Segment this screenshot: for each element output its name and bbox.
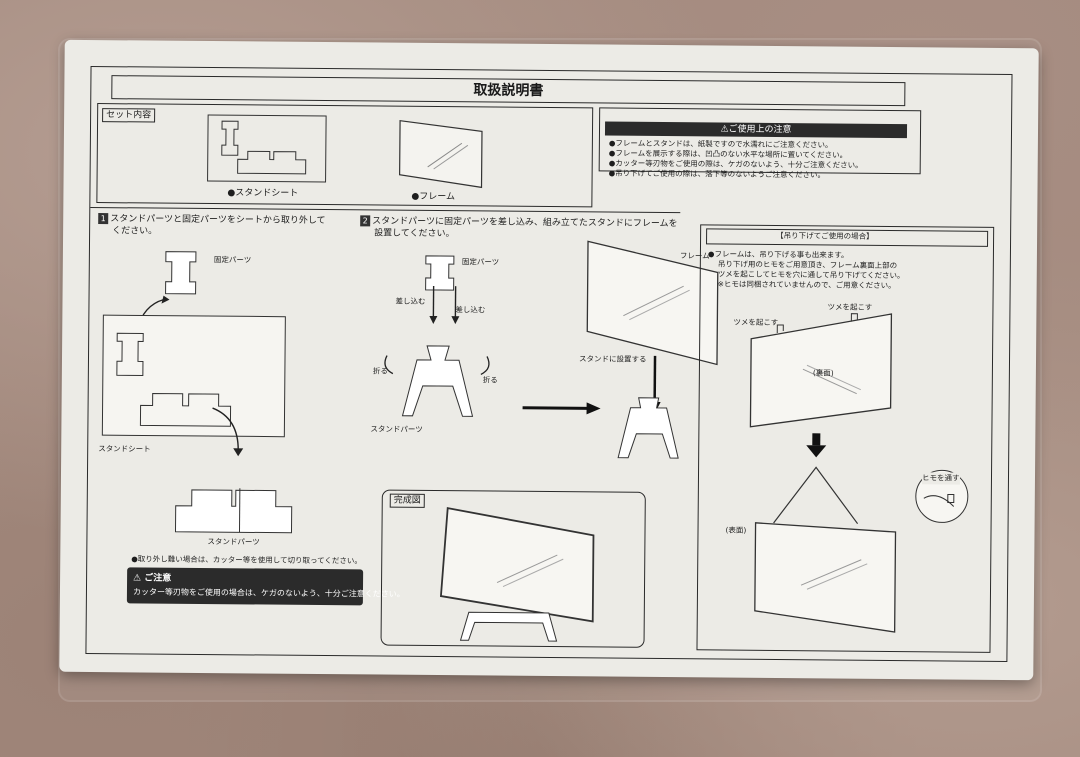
step2-stand-parts-label: スタンドパーツ: [370, 424, 423, 434]
notice-body: カッター等刃物をご使用の場合は、ケガのないよう、十分ご注意ください。: [132, 587, 405, 599]
set-contents-box: セット内容 ●スタンドシート ●フレーム: [96, 103, 594, 208]
step1-stand-sheet-label: スタンドシート: [98, 444, 151, 454]
step2-place-on-stand: スタンドに設置する: [578, 354, 647, 364]
hanging-down-arrow-icon: [806, 433, 827, 458]
caution-header: ⚠ご使用上の注意: [604, 121, 908, 139]
arrow-down-curve-icon: [212, 407, 244, 457]
sheet-border: 取扱説明書 セット内容 ●スタンドシート ●フレーム ⚠ご使用上の注意 ●フレー…: [85, 65, 1013, 663]
hanging-front-label: (表面): [725, 525, 747, 535]
step2-frame-illustration: [586, 240, 719, 366]
hanging-header: 【吊り下げてご使用の場合】: [776, 230, 874, 241]
step1-note: ●取り外し難い場合は、カッター等を使用して切り取ってください。: [131, 554, 362, 566]
frame-illustration: [399, 120, 483, 189]
stand-parts-illustration: [174, 488, 293, 534]
hanging-line4: ※ヒモは同梱されていませんので、ご用意ください。: [717, 279, 896, 291]
caution-item: ●吊り下げてご使用の際は、落下等のないようご注意ください。: [608, 168, 826, 180]
hanging-thread-string: ヒモを通す: [921, 472, 960, 485]
step1-instruction-line2: ください。: [112, 226, 158, 237]
hanging-back-label: (裏面): [812, 368, 834, 378]
insert-arrows-icon: [429, 285, 460, 325]
fixed-parts-illustration: [165, 251, 197, 295]
step2-number: 2: [360, 215, 371, 227]
complete-illustration: [439, 507, 595, 642]
back-frame-illustration: [749, 313, 893, 428]
notice-heading: ⚠ ご注意: [133, 573, 172, 584]
stand-sheet-large-illustration: [101, 314, 286, 438]
set-stand-sheet-label: ●スタンドシート: [227, 188, 299, 199]
set-frame-label: ●フレーム: [411, 191, 456, 203]
notice-box: ⚠ ご注意 カッター等刃物をご使用の場合は、ケガのないよう、十分ご注意ください。: [126, 567, 405, 606]
step1-number: 1: [98, 213, 109, 225]
right-arrow-icon: [522, 402, 601, 415]
front-frame-illustration: [754, 466, 897, 633]
step2-complete-tag: 完成図: [389, 493, 425, 508]
step1-stand-parts-label: スタンドパーツ: [207, 537, 260, 547]
step2-insert-left: 差し込む: [395, 296, 426, 306]
instruction-sheet: 取扱説明書 セット内容 ●スタンドシート ●フレーム ⚠ご使用上の注意 ●フレー…: [59, 39, 1039, 681]
document-title: 取扱説明書: [111, 75, 906, 107]
step1-fixed-parts-label: 固定パーツ: [213, 255, 252, 265]
set-contents-tag: セット内容: [102, 108, 156, 123]
step2-fixed-part-illustration: [425, 255, 455, 291]
stand-sheet-illustration: [207, 114, 327, 183]
step2-fixed-parts-label: 固定パーツ: [461, 257, 500, 267]
step2-instruction-line2: 設置してください。: [374, 228, 455, 240]
step2-fold-right: 折る: [482, 375, 498, 385]
step2-fold-left: 折る: [372, 366, 388, 376]
step2-stand-small-illustration: [617, 397, 679, 459]
step1-instruction-line1: スタンドパーツと固定パーツをシートから取り外して: [110, 214, 326, 227]
step2-stand-illustration: [384, 345, 490, 417]
